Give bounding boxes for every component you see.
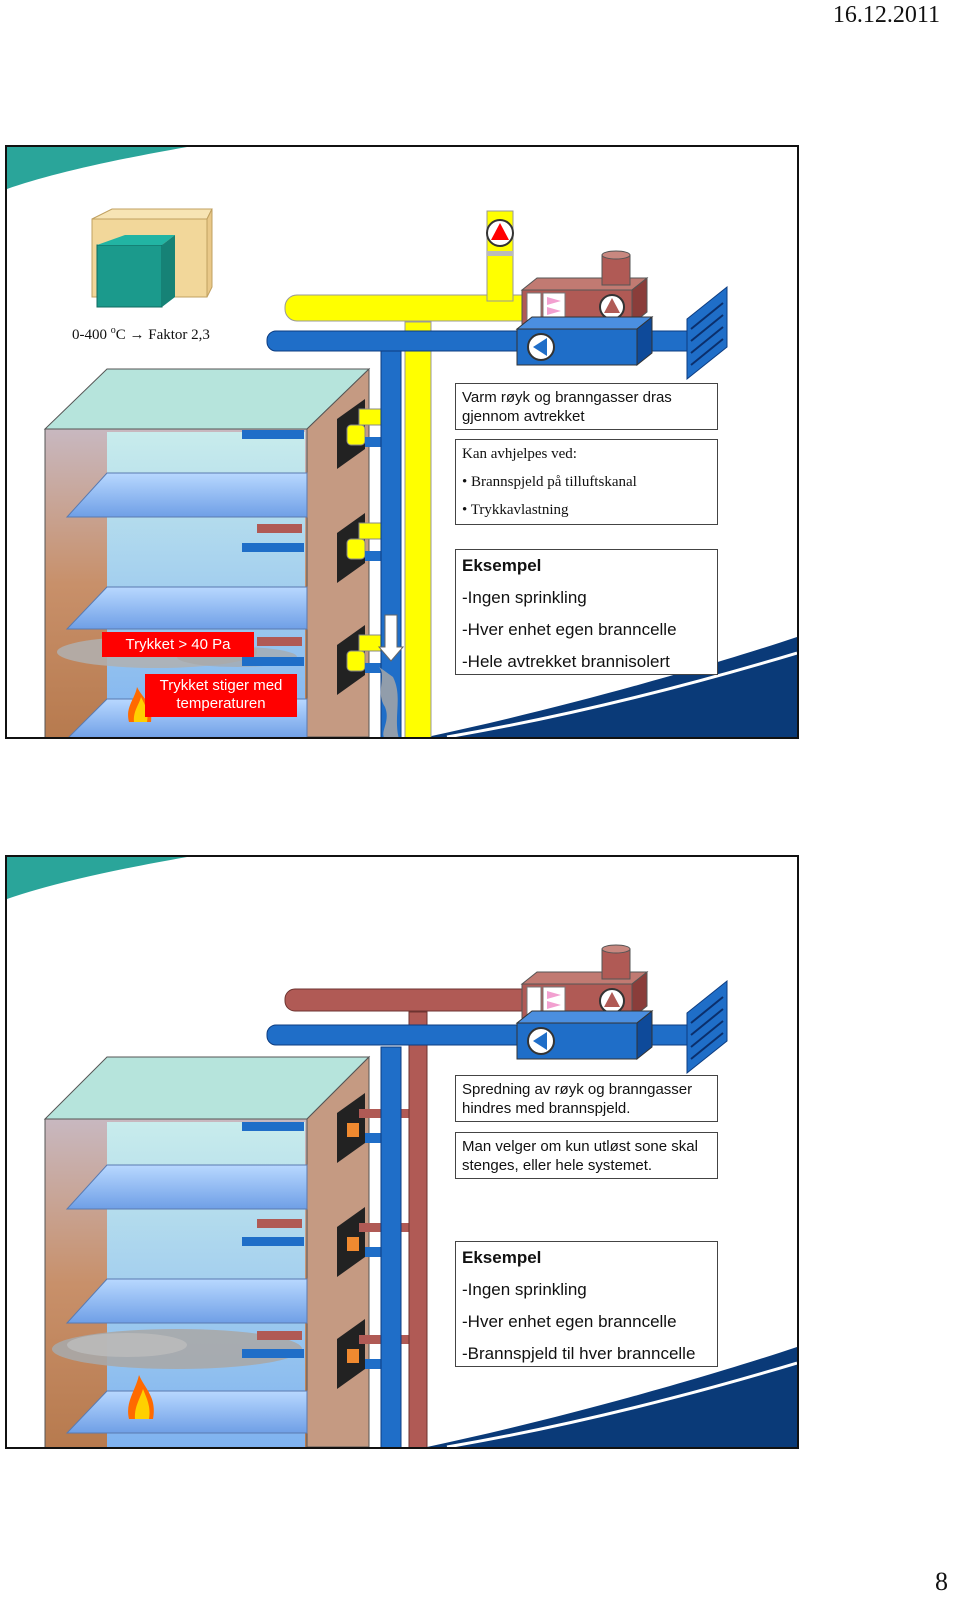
remedy-item: • Trykkavlastning <box>462 502 569 518</box>
air-handling-unit <box>515 944 654 1061</box>
air-intake-grille <box>686 285 728 381</box>
air-intake-grille <box>686 979 728 1075</box>
temperature-label: Trykket stiger med temperaturen <box>145 674 297 717</box>
temperature-factor-caption: 0-400 oC → Faktor 2,3 <box>72 325 210 343</box>
zone-choice-note: Man velger om kun utløst sone skal steng… <box>455 1132 718 1179</box>
example-item: -Ingen sprinkling <box>462 588 587 607</box>
slide-2-illustration <box>7 857 797 1447</box>
navy-corner-decoration <box>427 637 797 737</box>
teal-corner-decoration <box>7 857 187 899</box>
cube-icon <box>91 208 213 308</box>
example-item: -Hver enhet egen branncelle <box>462 1312 677 1331</box>
example-item: -Hele avtrekket brannisolert <box>462 652 670 671</box>
building-illustration <box>43 1055 371 1447</box>
remedy-note: Kan avhjelpes ved: • Brannspjeld på till… <box>455 439 718 525</box>
example-heading: Eksempel <box>462 1248 542 1267</box>
supply-shaft <box>380 1046 402 1447</box>
example-item: -Ingen sprinkling <box>462 1280 587 1299</box>
remedy-title: Kan avhjelpes ved: <box>462 446 577 462</box>
damper-note: Spredning av røyk og branngasser hindres… <box>455 1075 718 1122</box>
page-number: 8 <box>935 1567 948 1596</box>
example-item: -Brannspjeld til hver branncelle <box>462 1344 696 1363</box>
teal-corner-decoration <box>7 147 187 189</box>
slide-1: 0-400 oC → Faktor 2,3 Varm røyk og brann… <box>5 145 799 739</box>
navy-corner-decoration <box>427 1347 797 1447</box>
pressure-label: Trykket > 40 Pa <box>102 632 254 657</box>
remedy-item: • Brannspjeld på tilluftskanal <box>462 474 637 490</box>
example-heading: Eksempel <box>462 556 542 575</box>
page-date: 16.12.2011 <box>832 2 940 28</box>
smoke-extraction-note: Varm røyk og branngasser dras gjennom av… <box>455 383 718 430</box>
air-handling-unit <box>515 250 654 367</box>
exhaust-shaft <box>404 321 432 737</box>
example-box: Eksempel -Ingen sprinkling -Hver enhet e… <box>455 1241 718 1367</box>
exhaust-main-duct <box>284 988 536 1012</box>
slide-2: Spredning av røyk og branngasser hindres… <box>5 855 799 1449</box>
example-item: -Hver enhet egen branncelle <box>462 620 677 639</box>
exhaust-shaft <box>408 1011 428 1447</box>
example-box: Eksempel -Ingen sprinkling -Hver enhet e… <box>455 549 718 675</box>
